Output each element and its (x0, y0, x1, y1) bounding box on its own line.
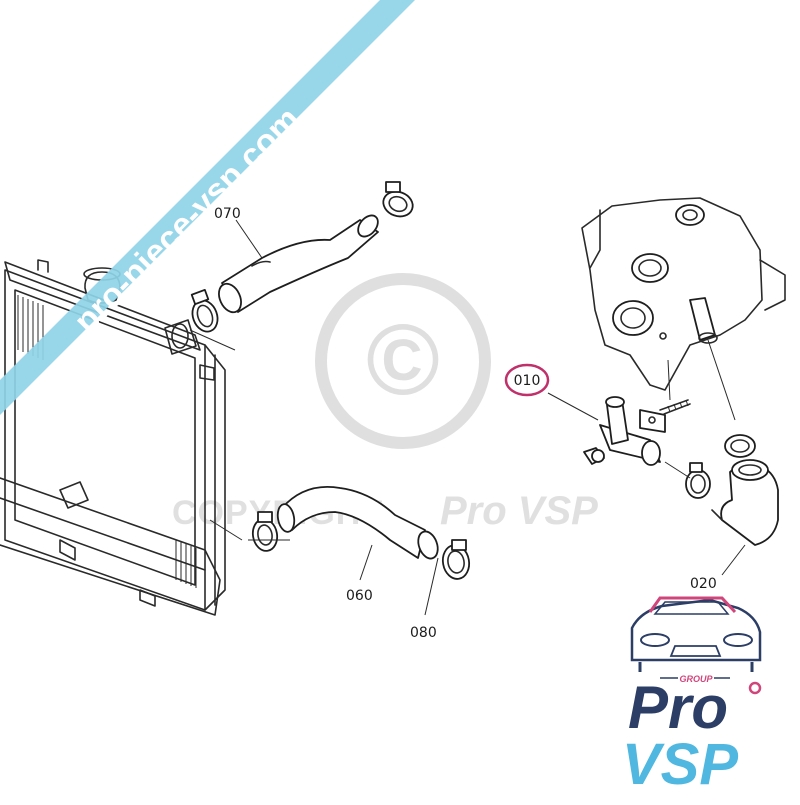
part-label-070: 070 (214, 206, 241, 222)
logo-group-text: GROUP (679, 674, 713, 684)
logo-pro-text: Pro (628, 674, 728, 741)
part-label-060: 060 (346, 588, 373, 604)
upper-radiator-hose-070 (218, 214, 379, 314)
part-label-080: 080 (410, 625, 437, 641)
copyright-symbol: © (366, 304, 440, 416)
lower-radiator-hose-060 (276, 486, 439, 560)
logo-gear-icon (748, 681, 762, 695)
thermostat-housing-010 (583, 396, 691, 466)
hose-clamp-upper-right (382, 181, 414, 218)
logo-vsp-text: VSP (622, 732, 738, 797)
part-label-010: 010 (514, 373, 541, 389)
part-label-020: 020 (690, 576, 717, 592)
hose-clamp-engine-top (724, 434, 756, 458)
lower-engine-hose-020 (711, 459, 779, 546)
logo-car-icon (630, 598, 762, 662)
provsp-logo: GROUP Pro VSP (622, 596, 762, 797)
hose-clamp-upper-left (190, 289, 219, 333)
copyright-watermark: © COPYRIGHT Pro VSP (172, 273, 598, 533)
part-labels: 070 060 080 020 010 (214, 206, 717, 641)
hose-clamp-080 (441, 539, 471, 580)
site-banner-text: pro-piece-vsp.com (67, 100, 308, 341)
hose-clamp-engine-mid (685, 462, 711, 499)
engine-block (581, 197, 786, 391)
copyright-brand-text: Pro VSP (440, 489, 598, 533)
hose-clamp-lower-left (251, 511, 279, 552)
part-010-highlight-ring (504, 363, 550, 397)
leader-lines (189, 219, 746, 616)
